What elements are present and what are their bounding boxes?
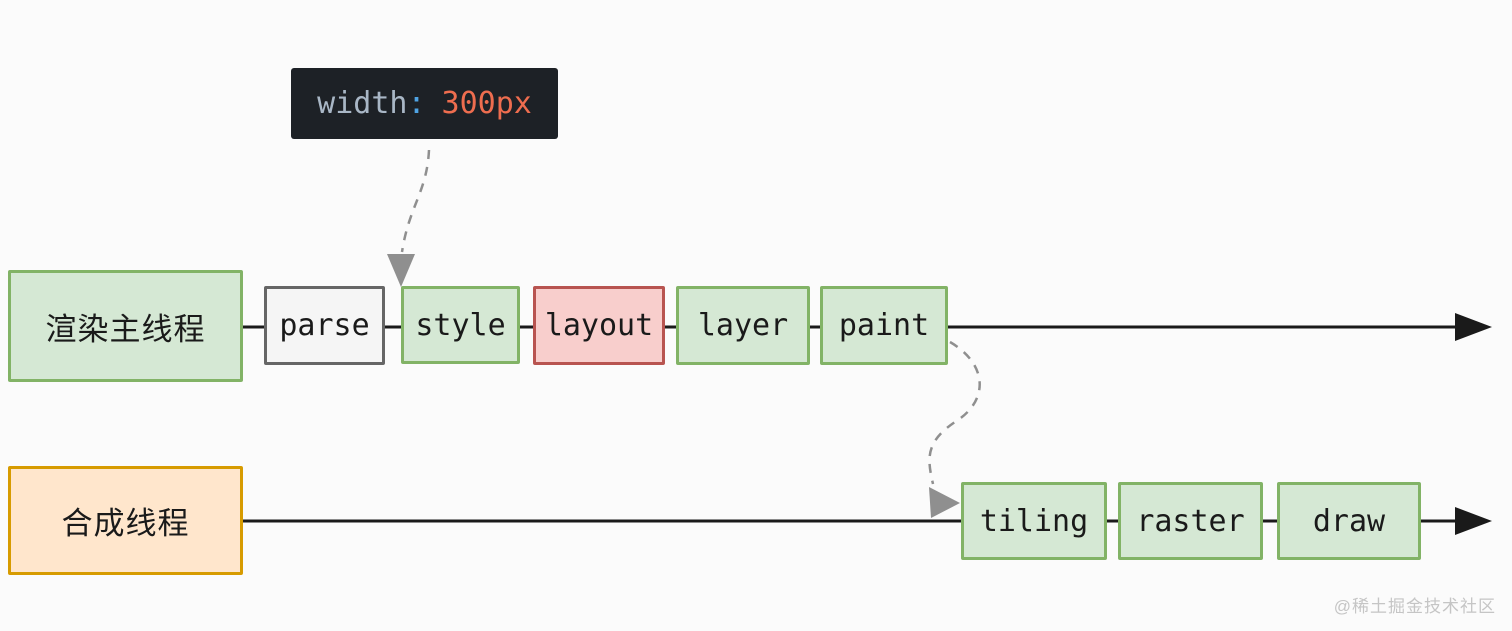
stage-box-layout: layout xyxy=(533,286,665,365)
stage-label-draw: draw xyxy=(1312,503,1386,539)
main-thread-arrowhead-icon xyxy=(1455,313,1492,341)
stage-label-layer: layer xyxy=(697,308,789,343)
stage-label-paint: paint xyxy=(838,308,930,343)
main-thread-label: 渲染主线程 xyxy=(45,311,206,347)
stage-label-tiling: tiling xyxy=(979,503,1089,539)
stage-label-style: style xyxy=(415,307,506,343)
tooltip-to-style-dashed-arrow xyxy=(400,149,431,253)
compositor-thread-label-box: 合成线程 xyxy=(8,466,243,575)
compositor-thread-label: 合成线程 xyxy=(61,506,190,541)
stage-box-raster: raster xyxy=(1118,482,1263,560)
stage-box-draw: draw xyxy=(1277,482,1421,560)
compositor-thread-arrowhead-icon xyxy=(1455,507,1492,535)
stage-box-layer: layer xyxy=(676,286,810,365)
stage-box-parse: parse xyxy=(264,286,385,365)
css-property-name: width xyxy=(317,86,408,121)
watermark: @稀土掘金技术社区 xyxy=(1333,597,1496,616)
stage-label-parse: parse xyxy=(279,308,370,343)
stage-box-tiling: tiling xyxy=(961,482,1107,560)
stage-label-layout: layout xyxy=(544,308,654,343)
paint-to-tiling-arrowhead-icon xyxy=(929,487,960,518)
css-property-value: 300px xyxy=(441,86,532,121)
stage-label-raster: raster xyxy=(1136,503,1245,539)
main-thread-label-box: 渲染主线程 xyxy=(8,270,243,382)
css-colon: : xyxy=(407,86,426,121)
code-tooltip: width:300px xyxy=(291,68,558,139)
stage-box-paint: paint xyxy=(820,286,948,365)
tooltip-arrowhead-icon xyxy=(387,254,415,287)
stage-box-style: style xyxy=(401,286,520,364)
